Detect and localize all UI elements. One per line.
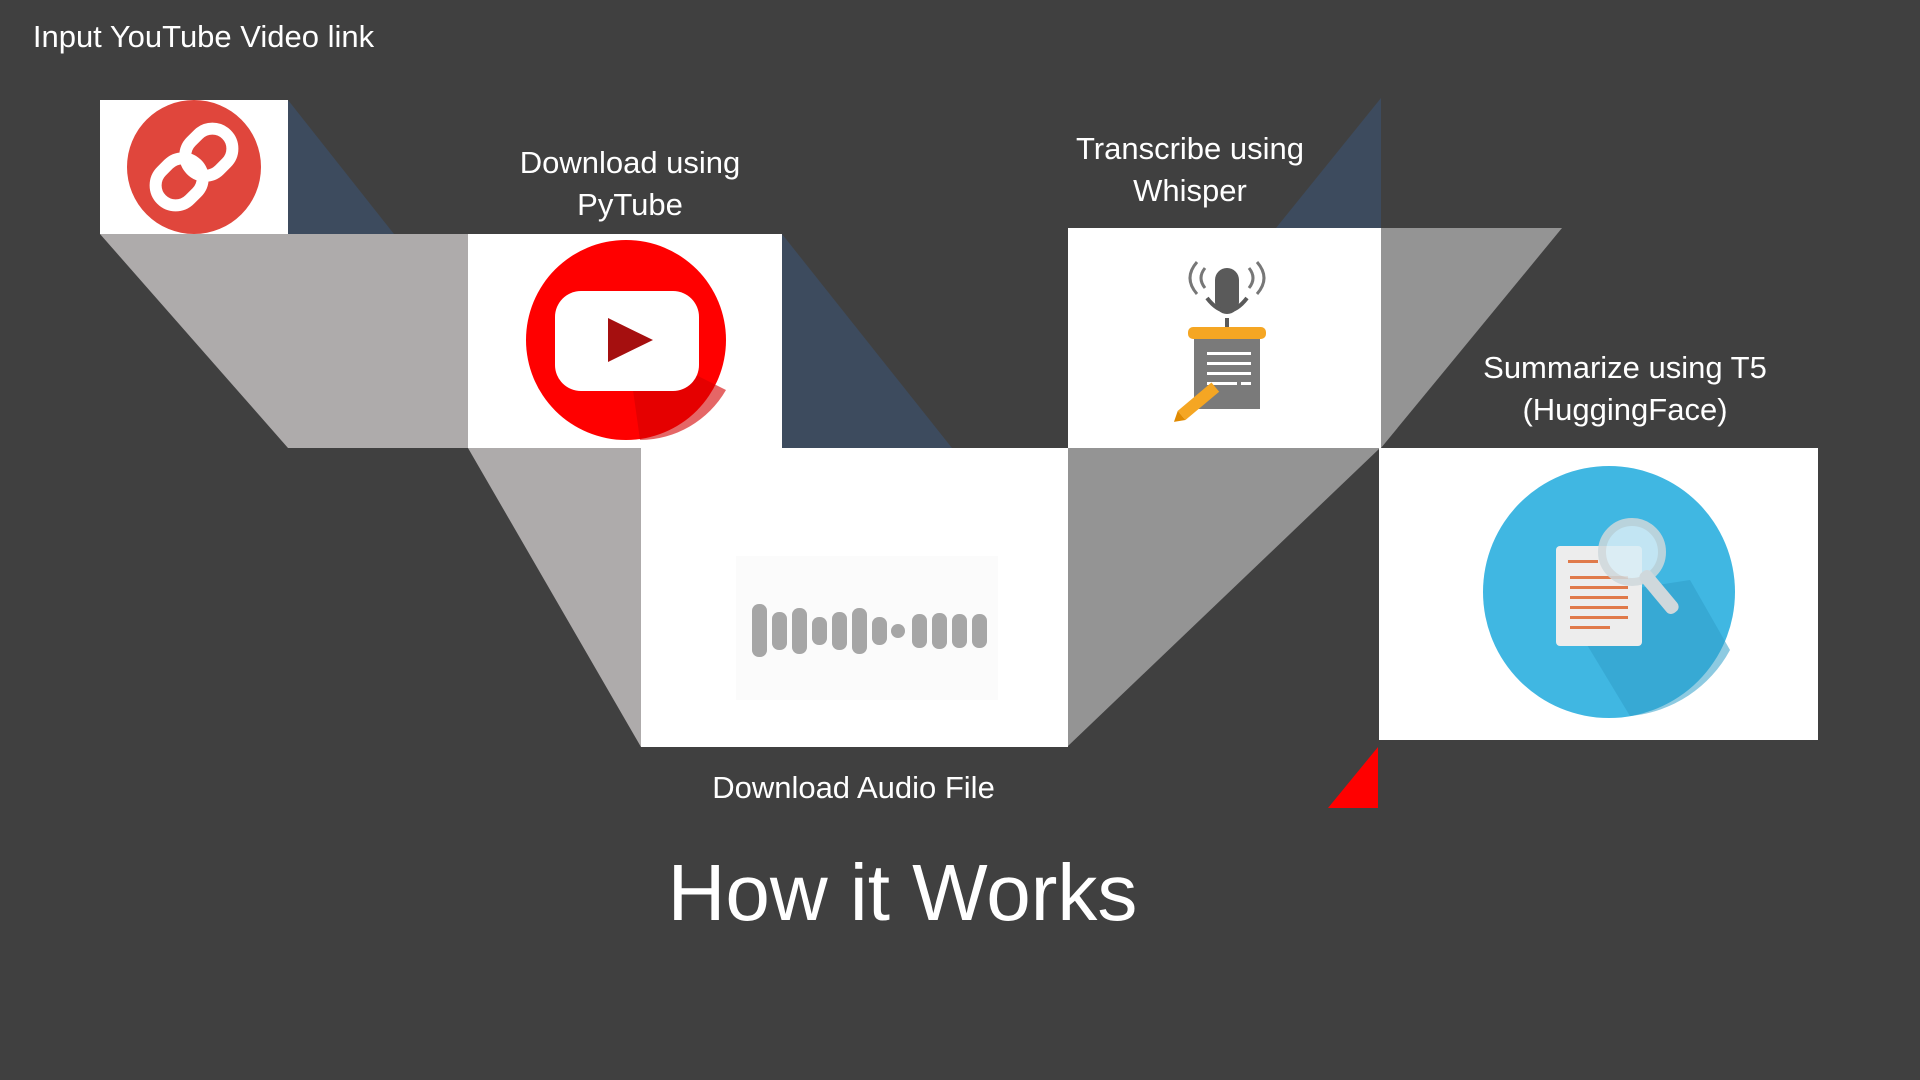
gray-triangle-4 bbox=[1381, 228, 1562, 448]
microphone-transcript-icon bbox=[1173, 261, 1266, 422]
gray-trapezoid-3 bbox=[1068, 448, 1380, 746]
gray-triangle-2 bbox=[468, 448, 641, 747]
navy-triangle-3 bbox=[1276, 98, 1381, 228]
page-title: How it Works bbox=[667, 848, 1138, 937]
red-accent-triangle bbox=[1328, 747, 1378, 808]
step-label-audio-file: Download Audio File bbox=[712, 770, 995, 805]
youtube-play-icon bbox=[526, 240, 726, 440]
step-label-whisper: Transcribe using Whisper bbox=[1075, 131, 1304, 208]
document-search-icon bbox=[1483, 466, 1735, 718]
navy-triangle-1 bbox=[288, 100, 394, 234]
link-icon bbox=[127, 100, 261, 234]
step-label-summarize: Summarize using T5 (HuggingFace) bbox=[1483, 350, 1767, 427]
step-label-input-link: Input YouTube Video link bbox=[32, 19, 375, 54]
navy-triangle-2 bbox=[782, 234, 952, 448]
audio-waveform-icon bbox=[736, 556, 998, 700]
step-label-pytube: Download using PyTube bbox=[519, 145, 741, 222]
gray-parallelogram-1 bbox=[100, 234, 468, 448]
